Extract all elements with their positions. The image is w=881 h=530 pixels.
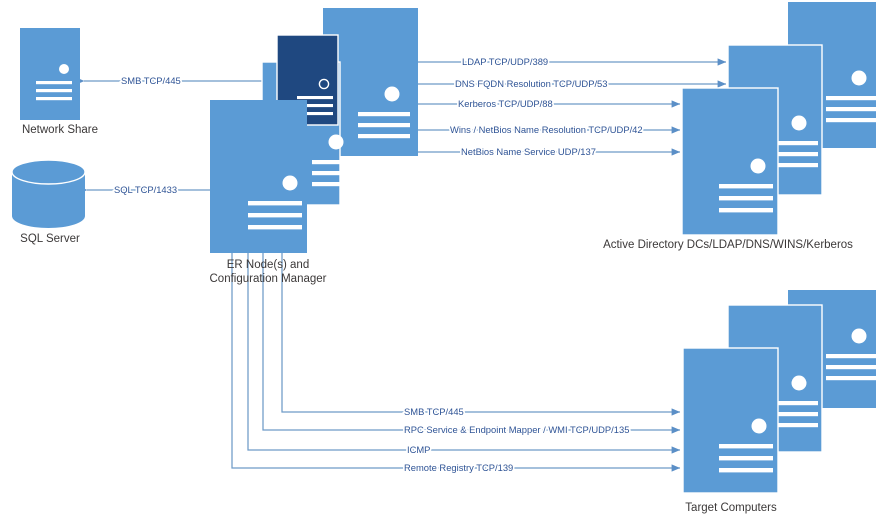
caption-sql-server: SQL Server [20, 233, 80, 245]
server-stripe [358, 134, 410, 139]
server-led-icon [384, 86, 400, 102]
node-target-computers[interactable] [682, 290, 878, 494]
server-led-icon [318, 78, 330, 90]
server-stripe [719, 196, 773, 201]
label-rpc-wmi-135: RPC Service & Endpoint Mapper / WMI TCP/… [404, 424, 629, 435]
server-stripe [36, 89, 72, 93]
server-stripe [719, 468, 773, 473]
server-stripe [826, 118, 878, 123]
label-icmp: ICMP [407, 444, 430, 455]
label-wins-netbios-42: Wins / NetBios Name Resolution TCP/UDP/4… [450, 124, 643, 135]
server-stripe [358, 112, 410, 117]
server-stripe [826, 107, 878, 112]
node-active-directory[interactable] [681, 2, 878, 236]
server-stripe [297, 112, 333, 116]
label-sql-1433: SQL TCP/1433 [114, 184, 177, 195]
server-stripe [719, 208, 773, 213]
server-stripe [312, 160, 360, 165]
server-stripe [826, 96, 878, 101]
label-kerberos-88: Kerberos TCP/UDP/88 [458, 98, 553, 109]
connector-icmp [247, 253, 681, 454]
server-led-icon [851, 70, 867, 86]
server-stripe [766, 141, 818, 146]
server-led-icon [751, 418, 767, 434]
node-network-share[interactable] [20, 28, 80, 120]
server-stripe [36, 81, 72, 85]
server-stripe [36, 97, 72, 101]
server-led-icon [750, 158, 766, 174]
caption-active-directory: Active Directory DCs/LDAP/DNS/WINS/Kerbe… [603, 239, 853, 251]
label-netbios-137: NetBios Name Service UDP/137 [461, 146, 596, 157]
caption-network-share: Network Share [21, 124, 99, 136]
server-led-icon [328, 134, 344, 150]
label-smb-445-share: SMB TCP/445 [121, 75, 181, 86]
server-stripe [248, 201, 302, 206]
server-led-icon [851, 328, 867, 344]
cylinder-top [11, 159, 86, 185]
server-stripe [248, 213, 302, 218]
server-stripe [719, 184, 773, 189]
server-stripe [297, 104, 333, 108]
server-stripe [766, 152, 818, 157]
connector-lines [76, 58, 727, 472]
server-stripe [826, 376, 878, 381]
server-stripe [826, 354, 878, 359]
server-led-icon [791, 115, 807, 131]
server-stripe [248, 225, 302, 230]
label-remote-registry-139: Remote Registry TCP/139 [404, 462, 513, 473]
caption-er-node: ER Node(s) and Configuration Manager [209, 259, 327, 285]
server-stripe [312, 171, 360, 176]
server-led-icon [59, 64, 69, 74]
server-stripe [826, 365, 878, 370]
server-led-icon [791, 375, 807, 391]
label-dns-fqdn-53: DNS FQDN Resolution TCP/UDP/53 [455, 78, 607, 89]
server-led-icon [282, 175, 298, 191]
server-stripe [766, 163, 818, 168]
label-smb-445-target: SMB TCP/445 [404, 406, 464, 417]
server-body [20, 28, 80, 120]
connector-remote-registry-139 [231, 253, 681, 472]
connector-labels: SMB TCP/445 SQL TCP/1433 LDAP TCP/UDP/38… [112, 54, 644, 474]
server-stripe [766, 412, 818, 417]
server-stripe [312, 182, 360, 187]
caption-target-computers: Target Computers [685, 502, 777, 514]
node-er-node[interactable] [210, 8, 418, 253]
cylinder-body [12, 172, 85, 228]
connector-rpc-wmi-135 [262, 253, 681, 434]
server-stripe [719, 456, 773, 461]
node-sql-server[interactable] [11, 159, 86, 228]
label-ldap-389: LDAP TCP/UDP/389 [462, 56, 548, 67]
server-stripe [719, 444, 773, 449]
server-stripe [358, 123, 410, 128]
server-stripe [297, 96, 333, 100]
server-stripe [766, 401, 818, 406]
connector-smb-445-target [281, 253, 681, 416]
server-stripe [766, 423, 818, 428]
